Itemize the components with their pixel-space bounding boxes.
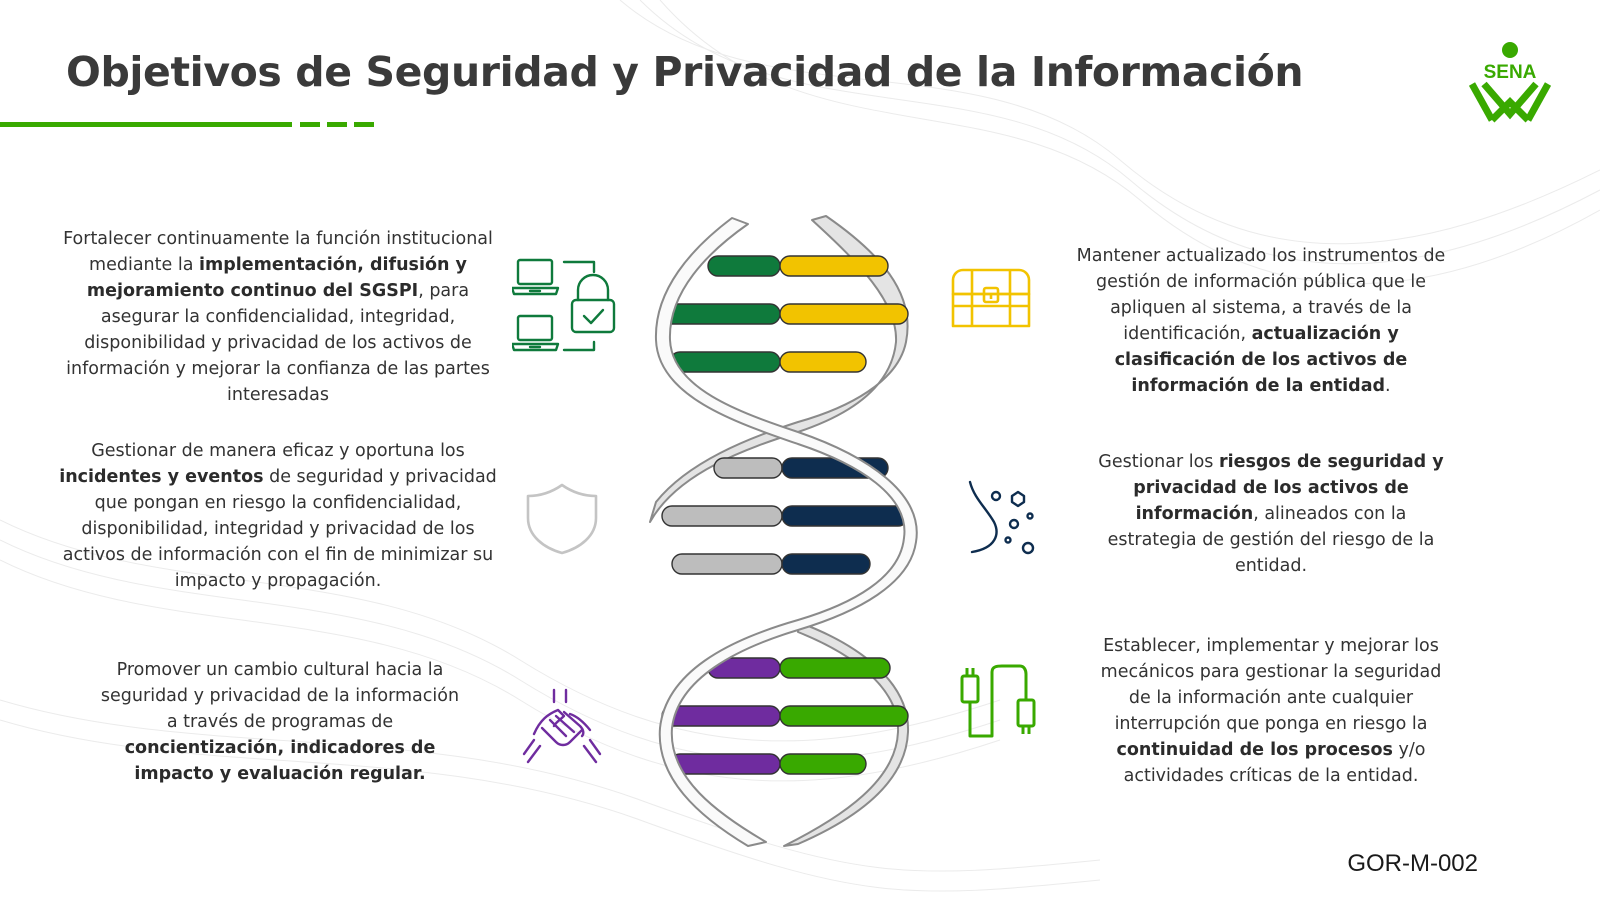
objective-text-part: . xyxy=(1385,376,1391,396)
objective-highlight: actualización y clasificación de los act… xyxy=(1114,324,1408,396)
objective-highlight: concientización, indicadores de impacto … xyxy=(124,738,436,784)
objective-text-part: de seguridad y privacidad que pongan en … xyxy=(62,467,497,591)
objective-3-text: Gestionar de manera eficaz y oportuna lo… xyxy=(54,438,502,594)
objective-text-part: Fortalecer continuamente la función inst… xyxy=(63,229,493,275)
objective-highlight: continuidad de los procesos xyxy=(1116,740,1393,760)
usb-cable-icon xyxy=(960,664,1036,738)
page-title: Objetivos de Seguridad y Privacidad de l… xyxy=(66,48,1304,96)
objective-text-part: Gestionar de manera eficaz y oportuna lo… xyxy=(91,441,465,461)
objective-text-part: y/o actividades críticas de la entidad. xyxy=(1123,740,1426,786)
objective-highlight: implementación, difusión y mejoramiento … xyxy=(86,255,467,301)
helping-hands-icon xyxy=(522,688,602,764)
objective-1-text: Fortalecer continuamente la función inst… xyxy=(58,226,498,408)
objective-text-part: Mantener actualizado los instrumentos de… xyxy=(1076,246,1446,344)
objective-text-part: Establecer, implementar y mejorar los me… xyxy=(1100,636,1442,734)
objective-text-part: , para asegurar la confidencialidad, int… xyxy=(66,281,490,405)
objective-text-part: , alineados con la estrategia de gestión… xyxy=(1107,504,1435,576)
objective-highlight: incidentes y eventos xyxy=(59,467,264,487)
objective-text-part: Promover un cambio cultural hacia la seg… xyxy=(100,660,460,732)
risk-path-icon xyxy=(968,480,1035,555)
shield-icon xyxy=(526,483,598,555)
objective-2-text: Mantener actualizado los instrumentos de… xyxy=(1066,243,1456,399)
objective-text-part: Gestionar los xyxy=(1098,452,1219,472)
document-code: GOR-M-002 xyxy=(1347,850,1478,877)
treasure-chest-icon xyxy=(951,268,1031,328)
objective-6-text: Establecer, implementar y mejorar los me… xyxy=(1098,633,1444,789)
title-underline xyxy=(0,122,374,127)
laptops-lock-icon xyxy=(512,258,616,352)
objective-5-text: Promover un cambio cultural hacia la seg… xyxy=(100,657,460,787)
objective-highlight: riesgos de seguridad y privacidad de los… xyxy=(1133,452,1444,524)
objective-4-text: Gestionar los riesgos de seguridad y pri… xyxy=(1096,449,1446,579)
logo-text: SENA xyxy=(1484,62,1537,83)
dna-helix xyxy=(649,215,918,847)
sena-logo: SENA xyxy=(1468,42,1552,123)
